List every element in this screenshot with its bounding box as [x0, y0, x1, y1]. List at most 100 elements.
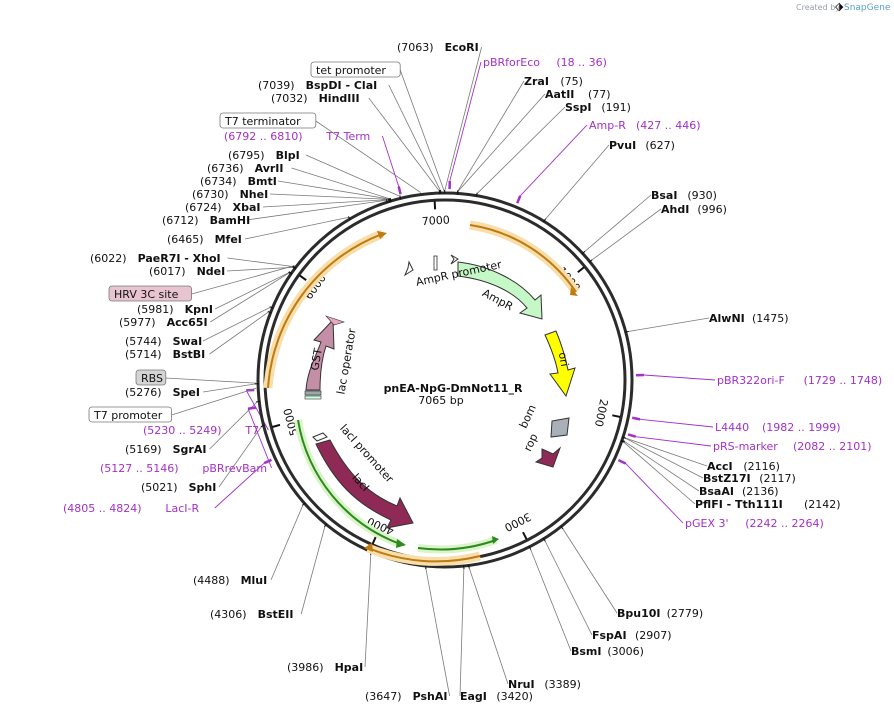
enzyme-leader	[300, 525, 326, 615]
gst-label: GST	[308, 347, 325, 371]
laci-arc-2-head	[492, 536, 499, 544]
feature-box	[88, 406, 172, 423]
rbs-box	[304, 395, 322, 400]
enzyme-name: NdeI	[197, 265, 226, 278]
enzyme-position: (6795)	[228, 149, 265, 162]
enzyme-leader	[226, 266, 294, 272]
enzyme-leader	[388, 84, 441, 192]
enzyme-position: (1475)	[752, 312, 789, 325]
enzyme-leader	[218, 425, 263, 488]
enzyme-position: (3006)	[607, 645, 644, 658]
plasmid-length: 7065 bp	[418, 394, 463, 407]
enzyme-name: PvuI	[609, 139, 636, 152]
enzyme-position: (2136)	[742, 485, 779, 498]
site-tick	[620, 440, 625, 443]
enzyme-position: (7063)	[397, 41, 434, 54]
primer-leader	[247, 408, 273, 469]
primer-leader	[245, 390, 269, 431]
site-tick	[542, 537, 546, 542]
enzyme-leader	[368, 97, 440, 192]
enzyme-position: (2779)	[667, 607, 704, 620]
primer-mark	[247, 406, 257, 410]
primer-mark	[263, 458, 272, 465]
lac-operator-label: lac operator	[334, 327, 358, 395]
credit-brand: SnapGene	[844, 3, 891, 13]
enzyme-position: (6712)	[162, 214, 199, 227]
enzyme-position: (191)	[601, 101, 631, 114]
site-tick	[624, 330, 629, 333]
primer-name: pBR322ori-F	[717, 374, 785, 387]
enzyme-name: BstEII	[258, 608, 294, 621]
enzyme-position: (5981)	[137, 303, 174, 316]
orf-arc-bottom-line	[367, 547, 481, 563]
site-tick	[399, 195, 402, 200]
site-tick	[288, 271, 293, 275]
primer-leader	[640, 418, 714, 428]
primer-range: (427 .. 446)	[636, 119, 701, 132]
enzyme-position: (3420)	[496, 690, 533, 703]
site-tick	[621, 436, 626, 439]
enzyme-leader	[227, 257, 294, 268]
hrv-3c-site-arrow	[325, 315, 345, 326]
primer-range: (2242 .. 2264)	[745, 517, 824, 530]
primer-name: T7 Term	[325, 130, 370, 143]
feature-box	[219, 112, 317, 129]
site-tick	[269, 306, 274, 309]
primer-name: L4440	[715, 421, 749, 434]
enzyme-leader	[209, 272, 290, 323]
enzyme-leader	[591, 208, 662, 261]
laci-promoter-arrow	[312, 432, 328, 442]
primer-name: pRS-marker	[713, 440, 778, 453]
orf-arc-bottom-head	[364, 543, 373, 552]
enzyme-position: (2907)	[635, 629, 672, 642]
enzyme-leader	[623, 441, 696, 505]
primer-mark	[397, 186, 402, 195]
enzyme-leader	[305, 154, 401, 197]
feature-leader	[171, 387, 257, 416]
enzyme-name: BmtI	[248, 175, 277, 188]
enzyme-leader	[562, 527, 618, 614]
site-tick	[389, 197, 392, 203]
credit-text: Created by	[796, 3, 840, 12]
site-tick	[581, 250, 586, 255]
enzyme-leader	[624, 437, 704, 479]
feature-box-label: T7 terminator	[224, 115, 301, 128]
orf-arc-ampr-line	[469, 224, 577, 293]
site-tick	[475, 192, 478, 197]
enzyme-name: AvrII	[255, 162, 284, 175]
enzyme-name: SspI	[565, 101, 591, 114]
enzyme-position: (6022)	[90, 252, 127, 265]
site-tick	[543, 218, 546, 223]
enzyme-leader	[364, 553, 372, 668]
tick-label: 2000	[592, 398, 610, 428]
orf-arc-gst-line	[267, 233, 383, 389]
enzyme-position: (77)	[588, 88, 611, 101]
enzyme-name: BspDI - ClaI	[306, 79, 378, 92]
enzyme-name: AlwNI	[709, 312, 745, 325]
enzyme-leader	[544, 144, 610, 220]
site-tick	[620, 439, 625, 442]
site-tick	[385, 199, 389, 204]
enzyme-position: (6734)	[200, 175, 237, 188]
enzyme-leader	[627, 317, 710, 332]
laci-arrow	[315, 439, 414, 529]
enzyme-leader	[246, 199, 387, 221]
site-tick	[588, 259, 593, 263]
enzyme-position: (6465)	[167, 233, 204, 246]
enzyme-name: PflFI - Tth111I	[695, 498, 783, 511]
enzyme-leader	[444, 46, 482, 192]
primer-range: (5127 .. 5146)	[100, 462, 179, 475]
rop-label: rop	[521, 432, 540, 454]
enzyme-position: (6736)	[207, 162, 244, 175]
enzyme-leader	[209, 311, 269, 355]
enzyme-position: (627)	[645, 139, 675, 152]
site-tick	[292, 266, 296, 270]
enzyme-position: (5021)	[141, 481, 178, 494]
orf-arc-gst	[263, 229, 384, 389]
feature-box	[135, 369, 167, 386]
site-tick	[323, 523, 328, 528]
enzyme-position: (2116)	[743, 460, 780, 473]
enzyme-leader	[529, 548, 572, 652]
feature-tracks: AmpR promoter AmpR ori bom rop lacI prom…	[263, 220, 580, 566]
